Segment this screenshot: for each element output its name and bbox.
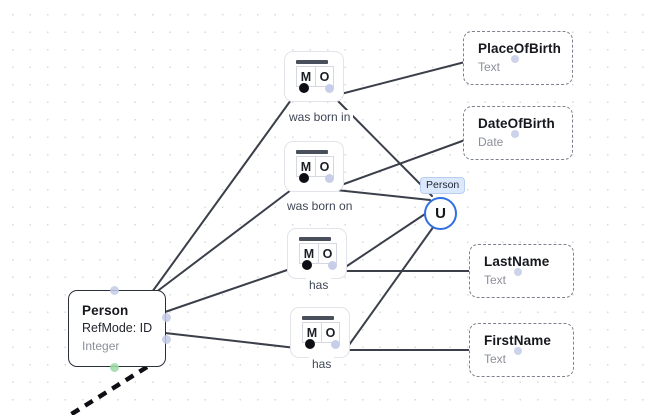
object-type-person[interactable]: Person RefMode: ID Integer: [68, 286, 171, 372]
fact-type-has-firstname[interactable]: M O: [290, 307, 350, 358]
handle-role-second[interactable]: [325, 84, 334, 93]
value-type-date-of-birth[interactable]: DateOfBirth Date: [463, 106, 573, 160]
value-type-place-of-birth[interactable]: PlaceOfBirth Text: [463, 31, 573, 85]
mandatory-role-dot-icon: [302, 260, 312, 270]
uniqueness-constraint-circle[interactable]: U: [424, 197, 457, 230]
value-type-datatype: Date: [478, 134, 504, 149]
handle-center[interactable]: [511, 55, 519, 63]
uniqueness-constraint-bar-icon: [296, 60, 328, 64]
fact-type-was-born-in[interactable]: M O: [284, 51, 344, 102]
handle-bottom[interactable]: [110, 363, 119, 372]
fact-type-label-was-born-in: was born in: [286, 110, 354, 124]
handle-role-second[interactable]: [325, 174, 334, 183]
mandatory-role-dot-icon: [305, 339, 315, 349]
role-box-second[interactable]: O: [315, 66, 334, 87]
fact-type-has-lastname[interactable]: M O: [287, 228, 347, 279]
edge-u-to-has-lastname: [337, 211, 429, 273]
edge-person-to-has-lastname: [164, 267, 294, 313]
uniqueness-constraint-bar-icon: [302, 316, 334, 320]
mandatory-role-dot-icon: [299, 173, 309, 183]
value-type-first-name[interactable]: FirstName Text: [469, 323, 574, 377]
handle-center[interactable]: [514, 347, 522, 355]
constraint-badge-person: Person: [420, 177, 466, 194]
handle-center[interactable]: [514, 268, 522, 276]
handle-top[interactable]: [110, 286, 119, 295]
handle-right-upper[interactable]: [162, 313, 171, 322]
edge-person-to-has-firstname: [164, 332, 297, 349]
edge-person-reference-dashed: [68, 365, 149, 415]
edge-person-to-was-born-on: [146, 189, 292, 300]
value-type-datatype: Text: [484, 272, 507, 287]
value-type-name: LastName: [484, 253, 550, 269]
role-box-second[interactable]: O: [315, 156, 334, 177]
fact-type-was-born-on[interactable]: M O: [284, 141, 344, 192]
role-box-second[interactable]: O: [318, 243, 337, 264]
fact-type-label-has-lastname: has: [306, 278, 332, 292]
object-type-refmode: RefMode: ID: [82, 321, 153, 336]
value-type-name: DateOfBirth: [478, 115, 555, 131]
value-type-datatype: Text: [478, 59, 501, 74]
mandatory-role-dot-icon: [299, 83, 309, 93]
uniqueness-constraint-bar-icon: [299, 237, 331, 241]
handle-right-lower[interactable]: [162, 335, 171, 344]
handle-center[interactable]: [511, 130, 519, 138]
edge-u-to-has-firstname: [343, 225, 435, 353]
edge-person-to-was-born-in: [146, 99, 292, 300]
fact-type-label-was-born-on: was born on: [284, 199, 356, 213]
value-type-name: PlaceOfBirth: [478, 40, 561, 56]
handle-role-second[interactable]: [328, 261, 337, 270]
fact-type-label-has-firstname: has: [309, 357, 335, 371]
object-type-datatype: Integer: [82, 338, 120, 353]
handle-role-second[interactable]: [331, 340, 340, 349]
object-type-name: Person: [82, 303, 129, 319]
value-type-last-name[interactable]: LastName Text: [469, 244, 574, 298]
role-box-second[interactable]: O: [321, 322, 340, 343]
value-type-name: FirstName: [484, 332, 551, 348]
uniqueness-constraint-bar-icon: [296, 150, 328, 154]
edge-was-born-in-to-place-of-birth: [332, 61, 466, 97]
value-type-datatype: Text: [484, 351, 507, 366]
